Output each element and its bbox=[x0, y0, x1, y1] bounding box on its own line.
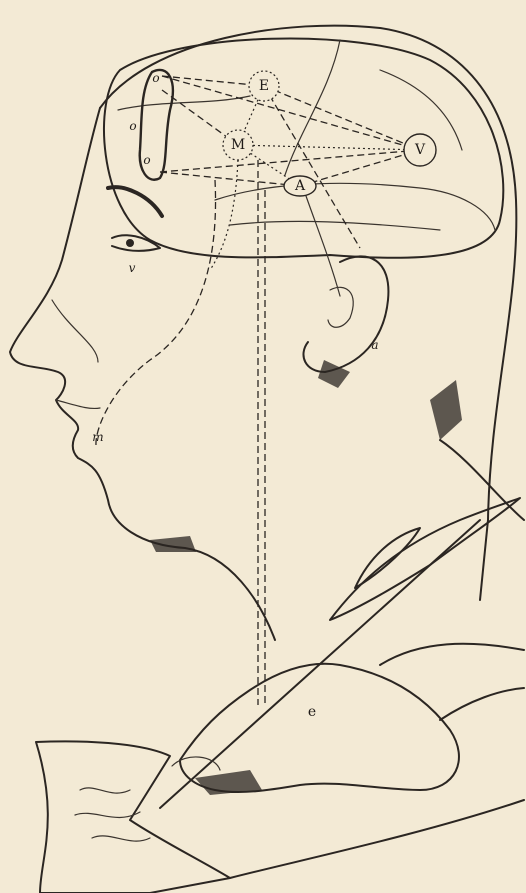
annotation-m: m bbox=[92, 430, 103, 444]
hand-finger bbox=[172, 757, 220, 770]
label-M: M bbox=[231, 137, 245, 153]
annotation-v: v bbox=[129, 261, 136, 275]
eye bbox=[112, 235, 160, 251]
sleeve bbox=[380, 644, 524, 665]
eye-pupil bbox=[126, 239, 134, 247]
annotation-a: a bbox=[371, 338, 378, 352]
label-A: A bbox=[294, 178, 306, 194]
ear bbox=[303, 256, 388, 372]
neck-hatching bbox=[430, 380, 462, 440]
pathway-to-eye bbox=[210, 160, 238, 270]
eyebrow bbox=[108, 187, 162, 216]
frontal-marker-2: o bbox=[129, 119, 136, 133]
nose-line bbox=[52, 300, 98, 362]
mouth-line bbox=[56, 400, 100, 408]
hand-outline bbox=[180, 664, 459, 792]
center-A: A bbox=[284, 176, 316, 196]
center-M: M bbox=[223, 130, 253, 160]
center-V: V bbox=[404, 134, 436, 166]
paper-sheet bbox=[36, 741, 230, 893]
center-E: E bbox=[249, 71, 279, 101]
quill-feather bbox=[330, 498, 520, 620]
handwriting-line-3 bbox=[92, 836, 150, 841]
head-outline bbox=[100, 26, 516, 600]
chin-shadow bbox=[150, 536, 196, 552]
table-edge bbox=[230, 800, 524, 878]
neck-back bbox=[440, 440, 524, 520]
handwriting-line-2 bbox=[75, 812, 140, 817]
pathway-to-mouth bbox=[96, 180, 216, 445]
quill-feather-top bbox=[355, 528, 420, 588]
sulcus-frontal bbox=[118, 96, 250, 110]
sulcus-temporal bbox=[230, 221, 440, 230]
label-E: E bbox=[259, 78, 269, 94]
handwriting-line-1 bbox=[80, 788, 130, 793]
pathway-to-ear bbox=[306, 196, 340, 296]
label-V: V bbox=[414, 142, 426, 158]
ear-inner bbox=[328, 287, 353, 327]
annotation-e: e bbox=[308, 704, 316, 720]
cuff bbox=[440, 688, 524, 720]
face-profile bbox=[10, 108, 275, 640]
frontal-marker-3: o bbox=[143, 153, 150, 167]
sulcus-central bbox=[285, 40, 340, 175]
frontal-marker-1: o bbox=[152, 71, 159, 85]
ear-shading bbox=[318, 360, 350, 388]
